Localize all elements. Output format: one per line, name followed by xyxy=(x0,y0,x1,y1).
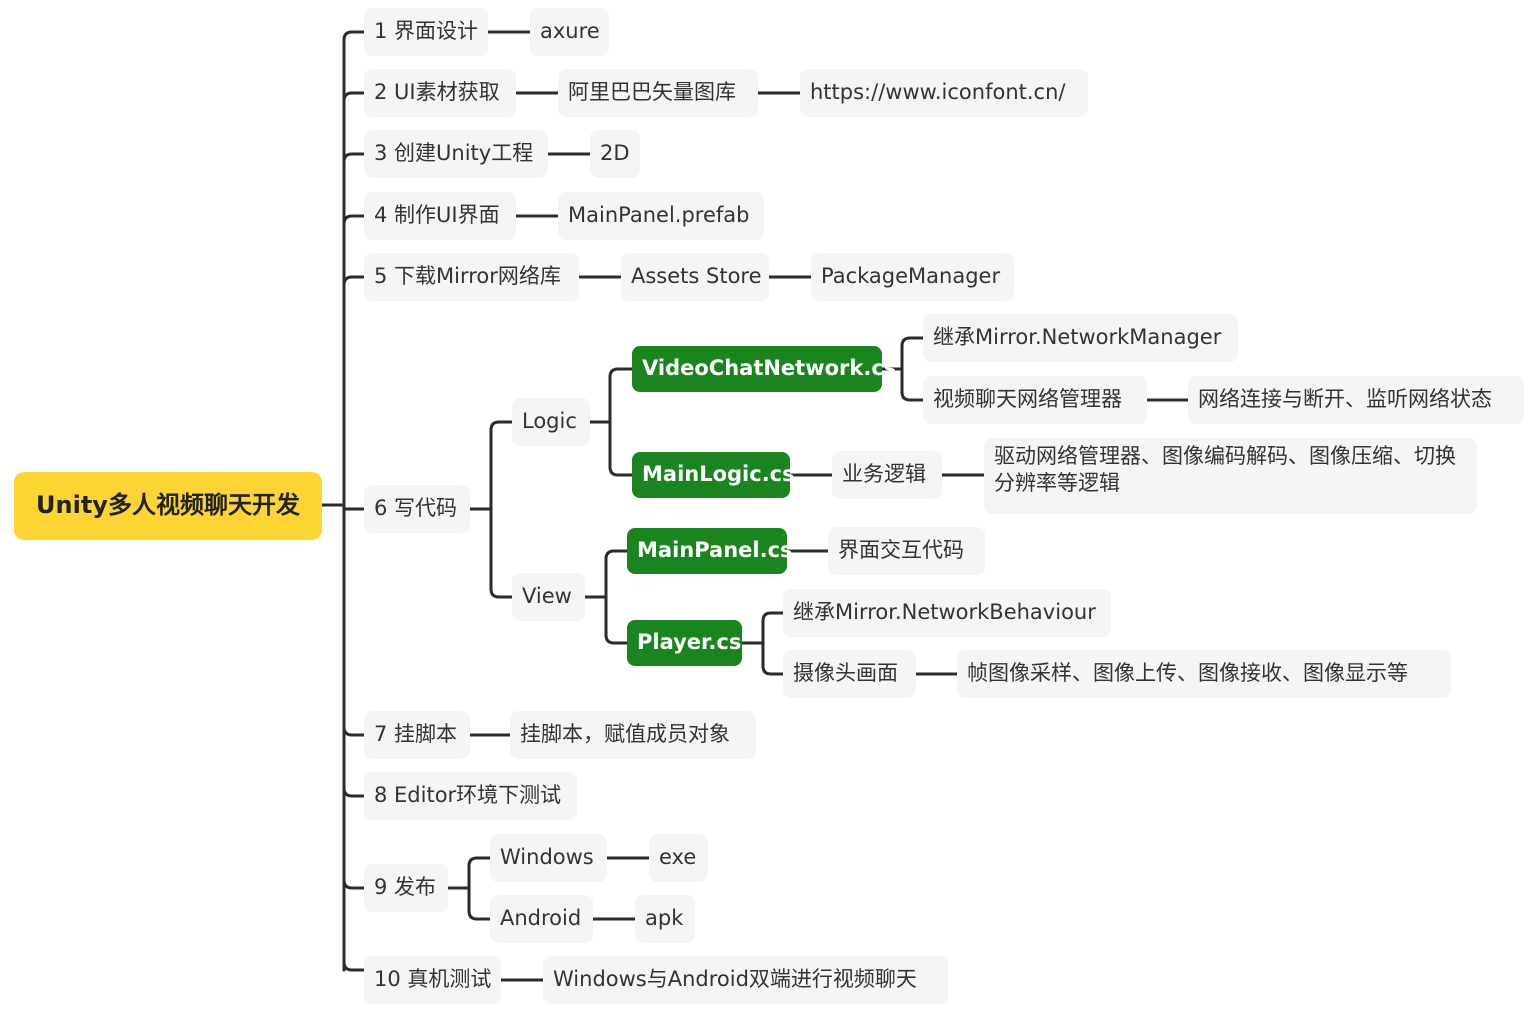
connector-s3 xyxy=(342,152,366,164)
connector-s7 xyxy=(342,725,366,737)
step-1-node[interactable]: 1 界面设计 xyxy=(364,8,488,56)
iconlib-label: 阿里巴巴矢量图库 xyxy=(568,80,736,105)
android-label: Android xyxy=(500,906,582,931)
step-2-label: 2 UI素材获取 xyxy=(374,80,500,105)
camera-detail-label: 帧图像采样、图像上传、图像接收、图像显示等 xyxy=(967,661,1408,686)
mainlogic-desc-label: 业务逻辑 xyxy=(842,462,926,487)
player-cs-label: Player.cs xyxy=(637,630,742,655)
device-test-label: Windows与Android双端进行视频聊天 xyxy=(553,967,917,992)
connector-s4 xyxy=(342,214,366,226)
iconfont-url-label: https://www.iconfont.cn/ xyxy=(810,80,1066,105)
vcn-desc-node[interactable]: 视频聊天网络管理器 xyxy=(923,376,1147,424)
connector-s9 xyxy=(342,878,366,890)
mainpanel-desc-node[interactable]: 界面交互代码 xyxy=(828,527,985,575)
step-8-node[interactable]: 8 Editor环境下测试 xyxy=(364,772,577,820)
axure-node[interactable]: axure xyxy=(530,8,609,56)
mainlogic-detail-label: 驱动网络管理器、图像编码解码、图像压缩、切换分辨率等逻辑 xyxy=(994,444,1456,496)
player-inherit-label: 继承Mirror.NetworkBehaviour xyxy=(793,600,1096,625)
step-10-label: 10 真机测试 xyxy=(374,967,492,992)
step-6-label: 6 写代码 xyxy=(374,496,458,521)
connector-s10 xyxy=(342,960,366,972)
connector-s2 xyxy=(342,91,366,103)
exe-label: exe xyxy=(659,845,697,870)
mainlogic-desc-node[interactable]: 业务逻辑 xyxy=(832,451,942,499)
view-label: View xyxy=(522,584,572,609)
camera-frame-node[interactable]: 摄像头画面 xyxy=(783,650,916,698)
mode-2d-node[interactable]: 2D xyxy=(590,130,640,178)
windows-label: Windows xyxy=(500,845,594,870)
videochatnetwork-cs-node[interactable]: VideoChatNetwork.cs xyxy=(632,346,896,392)
step-3-label: 3 创建Unity工程 xyxy=(374,141,534,166)
vcn-inherit-label: 继承Mirror.NetworkManager xyxy=(933,325,1222,350)
connector-s8 xyxy=(342,786,366,798)
step-8-label: 8 Editor环境下测试 xyxy=(374,783,562,808)
vcn-detail-node[interactable]: 网络连接与断开、监听网络状态 xyxy=(1188,376,1524,424)
apk-label: apk xyxy=(645,906,684,931)
assets-store-label: Assets Store xyxy=(631,264,762,289)
root-topic-label: Unity多人视频聊天开发 xyxy=(36,491,300,520)
mode-2d-label: 2D xyxy=(600,141,630,166)
step-5-node[interactable]: 5 下载Mirror网络库 xyxy=(364,253,579,301)
step-6-node[interactable]: 6 写代码 xyxy=(364,485,470,533)
step-4-node[interactable]: 4 制作UI界面 xyxy=(364,192,516,240)
iconfont-url-node[interactable]: https://www.iconfont.cn/ xyxy=(800,69,1088,117)
view-node[interactable]: View xyxy=(512,573,585,621)
android-node[interactable]: Android xyxy=(490,895,593,943)
windows-node[interactable]: Windows xyxy=(490,834,607,882)
player-inherit-node[interactable]: 继承Mirror.NetworkBehaviour xyxy=(783,589,1111,637)
step-10-node[interactable]: 10 真机测试 xyxy=(364,956,501,1004)
vcn-desc-label: 视频聊天网络管理器 xyxy=(933,387,1122,412)
step-4-label: 4 制作UI界面 xyxy=(374,203,500,228)
logic-label: Logic xyxy=(522,409,577,434)
device-test-node[interactable]: Windows与Android双端进行视频聊天 xyxy=(543,956,948,1004)
connector-s1 xyxy=(342,30,366,42)
attach-script-node[interactable]: 挂脚本，赋值成员对象 xyxy=(510,711,756,759)
videochatnetwork-cs-label: VideoChatNetwork.cs xyxy=(642,356,897,381)
mainpanel-cs-node[interactable]: MainPanel.cs xyxy=(627,528,793,574)
step-7-node[interactable]: 7 挂脚本 xyxy=(364,711,470,759)
step-7-label: 7 挂脚本 xyxy=(374,722,458,747)
iconlib-node[interactable]: 阿里巴巴矢量图库 xyxy=(558,69,758,117)
prefab-node[interactable]: MainPanel.prefab xyxy=(558,192,764,240)
step-3-node[interactable]: 3 创建Unity工程 xyxy=(364,130,548,178)
vcn-detail-label: 网络连接与断开、监听网络状态 xyxy=(1198,387,1492,412)
step-9-label: 9 发布 xyxy=(374,875,437,900)
step-5-label: 5 下载Mirror网络库 xyxy=(374,264,561,289)
step-1-label: 1 界面设计 xyxy=(374,19,479,44)
package-manager-node[interactable]: PackageManager xyxy=(811,253,1014,301)
step-2-node[interactable]: 2 UI素材获取 xyxy=(364,69,516,117)
vcn-inherit-node[interactable]: 继承Mirror.NetworkManager xyxy=(923,314,1238,362)
package-manager-label: PackageManager xyxy=(821,264,1001,289)
step-9-node[interactable]: 9 发布 xyxy=(364,864,448,912)
root-topic[interactable]: Unity多人视频聊天开发 xyxy=(14,472,322,540)
camera-detail-node[interactable]: 帧图像采样、图像上传、图像接收、图像显示等 xyxy=(957,650,1451,698)
mainpanel-desc-label: 界面交互代码 xyxy=(838,538,964,563)
logic-node[interactable]: Logic xyxy=(512,398,590,446)
apk-node[interactable]: apk xyxy=(635,895,695,943)
mainlogic-detail-node[interactable]: 驱动网络管理器、图像编码解码、图像压缩、切换分辨率等逻辑 xyxy=(984,438,1477,514)
prefab-label: MainPanel.prefab xyxy=(568,203,750,228)
exe-node[interactable]: exe xyxy=(649,834,708,882)
mainpanel-cs-label: MainPanel.cs xyxy=(637,538,793,563)
axure-label: axure xyxy=(540,19,600,44)
mainlogic-cs-label: MainLogic.cs xyxy=(642,462,795,487)
player-cs-node[interactable]: Player.cs xyxy=(627,620,742,666)
assets-store-node[interactable]: Assets Store xyxy=(621,253,769,301)
mainlogic-cs-node[interactable]: MainLogic.cs xyxy=(632,452,795,498)
connector-s5 xyxy=(342,275,366,287)
attach-script-label: 挂脚本，赋值成员对象 xyxy=(520,722,730,747)
camera-frame-label: 摄像头画面 xyxy=(793,661,898,686)
